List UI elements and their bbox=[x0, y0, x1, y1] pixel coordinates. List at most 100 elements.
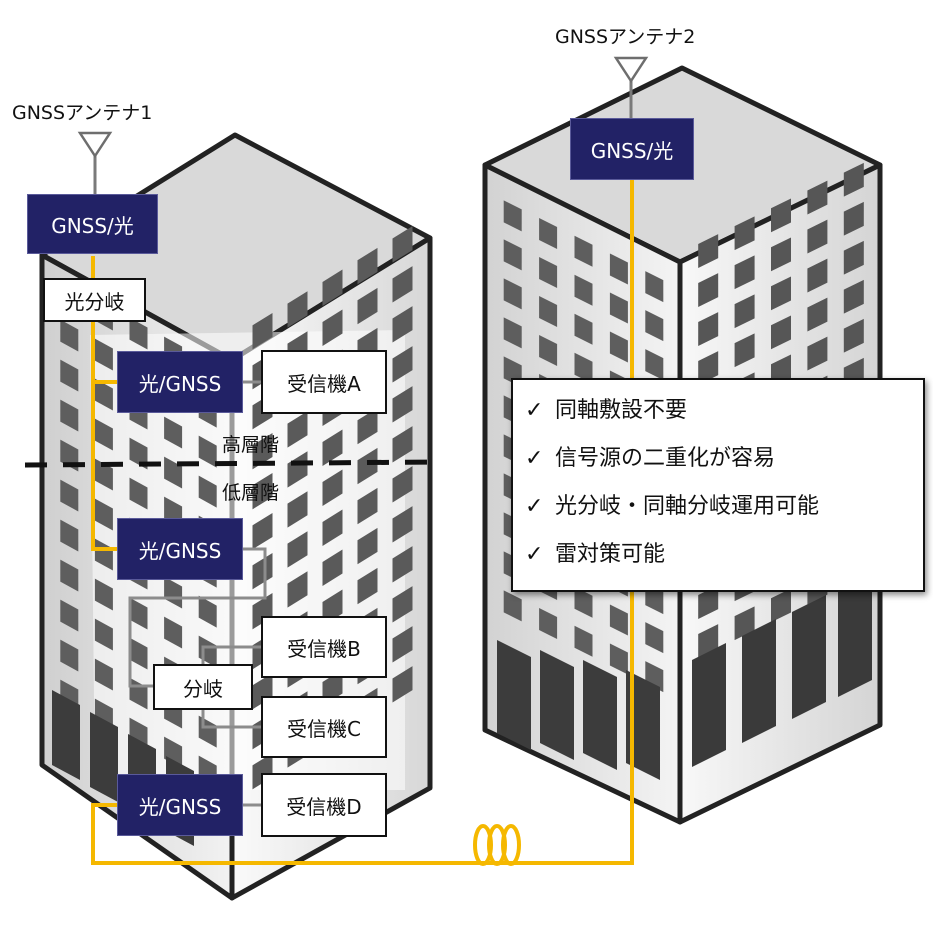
ground-bay bbox=[497, 640, 531, 750]
antenna-1-icon bbox=[77, 131, 113, 196]
window bbox=[539, 608, 558, 640]
window bbox=[392, 266, 413, 303]
antenna-2-label: GNSSアンテナ2 bbox=[555, 26, 696, 48]
window bbox=[287, 411, 308, 448]
window bbox=[807, 180, 828, 215]
window bbox=[322, 549, 343, 586]
window bbox=[252, 552, 273, 590]
window bbox=[252, 672, 273, 710]
window bbox=[645, 349, 664, 381]
window bbox=[807, 297, 828, 332]
window bbox=[609, 253, 628, 285]
window bbox=[287, 531, 308, 568]
window bbox=[645, 310, 664, 342]
fiber-right-trunk bbox=[91, 180, 634, 865]
window bbox=[734, 294, 755, 329]
window bbox=[129, 637, 148, 670]
window bbox=[574, 586, 593, 618]
window bbox=[503, 200, 522, 232]
benefit-item: ✓同軸敷設不要 bbox=[525, 394, 923, 442]
window bbox=[609, 604, 628, 636]
window bbox=[129, 597, 148, 630]
antenna-1-label: GNSSアンテナ1 bbox=[12, 102, 153, 124]
window bbox=[392, 586, 413, 623]
window bbox=[539, 257, 558, 289]
ground-bay bbox=[626, 670, 660, 780]
window bbox=[198, 475, 217, 508]
window bbox=[357, 567, 378, 605]
window bbox=[843, 318, 864, 353]
window bbox=[60, 479, 79, 512]
benefit-item: ✓光分岐・同軸分岐運用可能 bbox=[525, 490, 923, 538]
window bbox=[503, 278, 522, 310]
window bbox=[198, 595, 217, 628]
window bbox=[94, 418, 113, 451]
window bbox=[574, 235, 593, 267]
ground-bay bbox=[838, 573, 872, 697]
window bbox=[609, 331, 628, 363]
window bbox=[94, 498, 113, 531]
window bbox=[60, 319, 79, 352]
window bbox=[287, 451, 308, 488]
window bbox=[94, 378, 113, 411]
window bbox=[129, 437, 148, 470]
window bbox=[609, 292, 628, 324]
window bbox=[503, 239, 522, 271]
window bbox=[392, 226, 413, 263]
benefit-text: 雷対策可能 bbox=[555, 542, 666, 567]
window bbox=[574, 352, 593, 384]
receiver-b: 受信機B bbox=[261, 616, 387, 678]
ground-bay bbox=[52, 690, 80, 780]
window bbox=[392, 426, 413, 463]
coax-to-splitter bbox=[128, 547, 267, 688]
window bbox=[392, 666, 413, 703]
ground-bay bbox=[792, 595, 826, 719]
receiver-c: 受信機C bbox=[261, 696, 387, 758]
window bbox=[357, 247, 378, 285]
optical-to-gnss-converter-b: 光/GNSS bbox=[117, 518, 243, 580]
window bbox=[771, 237, 791, 272]
window bbox=[807, 336, 828, 371]
window bbox=[771, 276, 791, 311]
window bbox=[322, 509, 343, 546]
window bbox=[843, 162, 864, 197]
window bbox=[287, 291, 308, 328]
window bbox=[164, 416, 183, 449]
window bbox=[357, 447, 378, 485]
window bbox=[94, 338, 113, 371]
coax-splitter: 分岐 bbox=[153, 664, 253, 710]
ground-bay bbox=[583, 660, 617, 770]
window bbox=[698, 234, 719, 268]
window bbox=[252, 512, 273, 550]
window bbox=[539, 218, 558, 250]
window bbox=[60, 359, 79, 392]
window bbox=[698, 351, 719, 385]
check-icon: ✓ bbox=[525, 494, 544, 519]
window bbox=[252, 312, 273, 350]
ground-bay bbox=[90, 712, 118, 802]
upper-floor-label: 高層階 bbox=[222, 434, 280, 456]
window bbox=[503, 317, 522, 349]
window bbox=[252, 752, 273, 790]
window bbox=[734, 606, 755, 641]
window bbox=[252, 432, 273, 470]
window bbox=[771, 588, 791, 623]
benefit-text: 信号源の二重化が容易 bbox=[555, 446, 776, 471]
optical-to-gnss-converter-d: 光/GNSS bbox=[117, 774, 243, 836]
window bbox=[843, 240, 864, 275]
window bbox=[322, 269, 343, 306]
window bbox=[322, 429, 343, 466]
ground-bay bbox=[540, 650, 574, 760]
optical-splitter: 光分岐 bbox=[43, 278, 146, 322]
window bbox=[357, 287, 378, 325]
window bbox=[94, 618, 113, 651]
window bbox=[252, 472, 273, 510]
check-icon: ✓ bbox=[525, 446, 544, 471]
window bbox=[392, 626, 413, 663]
antenna-2-icon bbox=[613, 56, 649, 120]
benefit-text: 同軸敷設不要 bbox=[555, 398, 688, 423]
lower-floor-label: 低層階 bbox=[222, 482, 280, 504]
window bbox=[503, 590, 522, 622]
window bbox=[539, 335, 558, 367]
benefit-item: ✓雷対策可能 bbox=[525, 538, 923, 586]
